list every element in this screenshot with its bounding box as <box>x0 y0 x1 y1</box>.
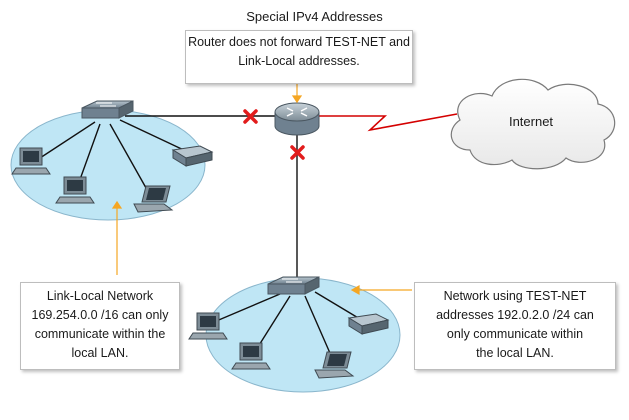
blocked-x-icon <box>290 145 305 160</box>
blocked-x-icon <box>243 109 258 124</box>
test-net-callout-line3: only communicate within <box>446 327 584 341</box>
laptop-icon <box>314 351 355 379</box>
callout-pointers <box>111 84 412 296</box>
router-callout: Router does not forward TEST-NET and Lin… <box>185 30 413 84</box>
link-local-callout-line4: local LAN. <box>71 346 129 360</box>
link-switch2-pc2 <box>255 295 291 351</box>
cloud-icon <box>450 78 616 170</box>
laptop-icon <box>133 185 174 213</box>
pc-icon <box>55 176 95 204</box>
switch-icon <box>81 100 134 119</box>
link-local-callout-line1: Link-Local Network <box>46 289 154 303</box>
link-switch1-pc2 <box>77 123 101 186</box>
router-callout-line1: Router does not forward TEST-NET and <box>188 35 410 49</box>
link-local-callout-line3: communicate within the <box>34 327 166 341</box>
pc-icon <box>188 312 228 340</box>
internet-label: Internet <box>509 114 553 129</box>
router-callout-line2: Link-Local addresses. <box>238 54 360 68</box>
serial-link-icon <box>314 113 458 132</box>
pc-icon <box>11 147 51 175</box>
test-net-callout: Network using TEST-NET addresses 192.0.2… <box>414 282 616 370</box>
links <box>39 115 366 361</box>
switch-icon <box>267 276 320 295</box>
link-switch2-laptop <box>304 295 334 361</box>
printer-icon <box>171 145 214 167</box>
link-local-callout: Link-Local Network 169.254.0.0 /16 can o… <box>20 282 180 370</box>
link-switch1-printer <box>119 119 189 153</box>
pc-icon <box>231 342 271 370</box>
link-switch1-pc1 <box>39 121 96 159</box>
test-net-lan-area <box>205 277 401 393</box>
test-net-callout-line4: the local LAN. <box>476 346 554 360</box>
test-net-callout-line1: Network using TEST-NET <box>443 289 587 303</box>
test-net-callout-line2: addresses 192.0.2.0 /24 can <box>436 308 594 322</box>
link-local-callout-line2: 169.254.0.0 /16 can only <box>31 308 169 322</box>
link-switch1-laptop <box>109 123 151 196</box>
diagram-title: Special IPv4 Addresses <box>246 9 383 24</box>
link-switch2-pc1 <box>213 293 281 323</box>
router-icon <box>274 102 320 136</box>
printer-icon <box>347 313 390 335</box>
